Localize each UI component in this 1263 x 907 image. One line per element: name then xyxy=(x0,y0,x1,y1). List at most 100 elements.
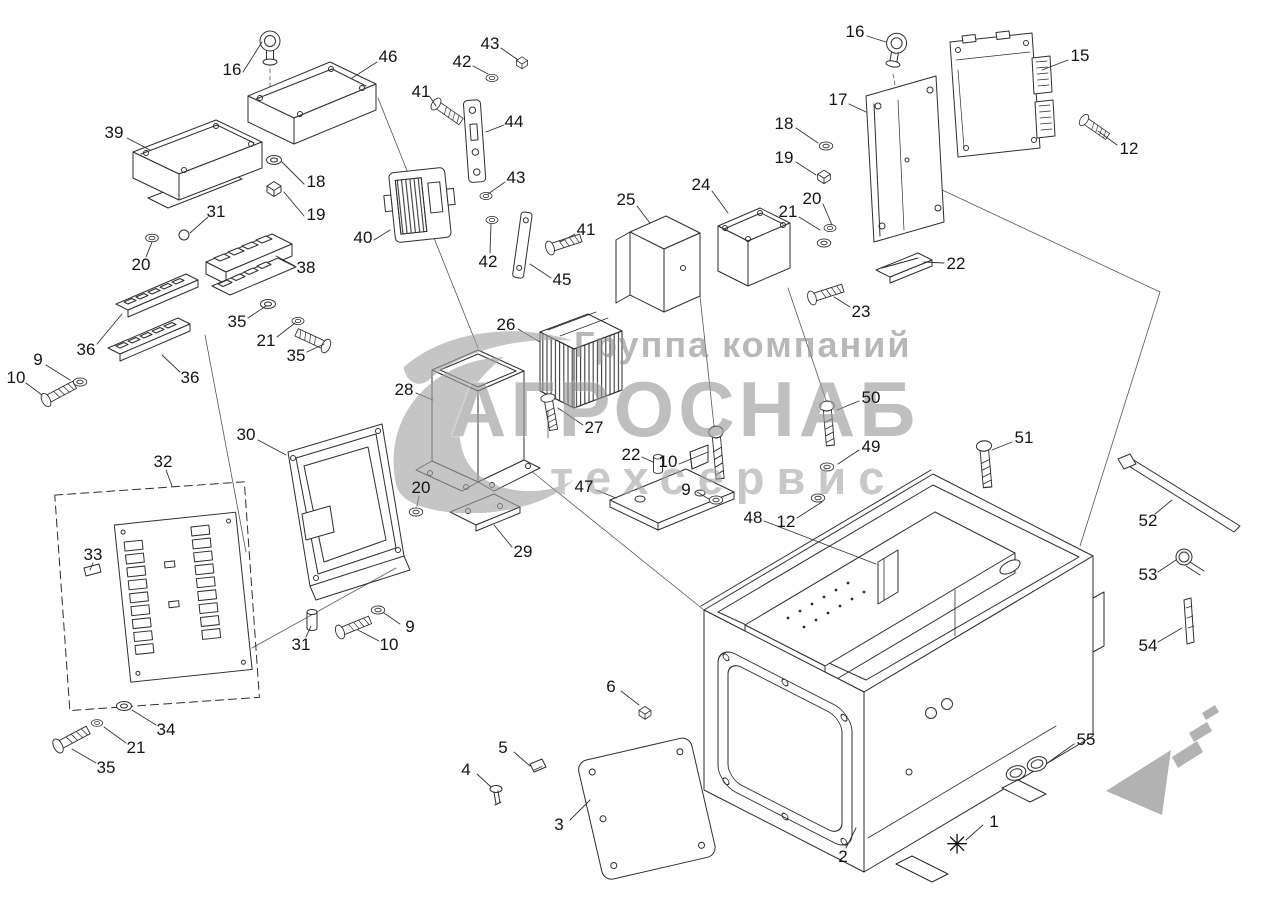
callout-35-c: 35 xyxy=(96,758,116,777)
callout-16-top-right: 16 xyxy=(845,22,865,41)
fastener-5 xyxy=(529,758,547,773)
callout-31-left: 31 xyxy=(206,202,226,221)
callout-42-top: 42 xyxy=(452,52,472,71)
bracket-25-cover xyxy=(615,215,701,313)
fastener-4 xyxy=(489,785,503,806)
callout-36-a: 36 xyxy=(76,340,96,359)
inner-bracket-48 xyxy=(877,549,899,605)
part-39-control-module xyxy=(132,119,263,209)
callout-55: 55 xyxy=(1076,730,1096,749)
callout-31-b: 31 xyxy=(291,635,311,654)
fasteners-left-cluster xyxy=(38,229,334,409)
callout-26: 26 xyxy=(496,315,516,334)
callout-54: 54 xyxy=(1138,636,1158,655)
callout-49: 49 xyxy=(861,437,881,456)
bracket-44 xyxy=(463,99,487,183)
callout-22-right: 22 xyxy=(946,254,966,273)
cover-panel-3 xyxy=(578,737,716,880)
callout-42-mid: 42 xyxy=(478,252,498,271)
strip-45 xyxy=(512,211,533,279)
callout-4: 4 xyxy=(461,760,471,779)
callout-2: 2 xyxy=(838,847,848,866)
callout-30: 30 xyxy=(236,425,256,444)
callout-19-right: 19 xyxy=(774,148,794,167)
direction-arrow-icon xyxy=(1106,705,1219,815)
callout-46: 46 xyxy=(378,47,398,66)
callout-18-right: 18 xyxy=(774,114,794,133)
callout-21-c: 21 xyxy=(126,738,146,757)
grommets-55 xyxy=(1005,756,1048,781)
pin-54 xyxy=(1183,597,1195,645)
projection-lines xyxy=(204,61,1161,649)
callout-50: 50 xyxy=(861,388,881,407)
callout-1: 1 xyxy=(989,812,999,831)
callout-10-b: 10 xyxy=(658,452,678,471)
footnote-asterisk: ✳ xyxy=(945,829,969,860)
frame-30 xyxy=(287,423,411,601)
callout-9-a: 9 xyxy=(33,350,43,369)
callout-5: 5 xyxy=(498,738,508,757)
plate-17 xyxy=(865,31,945,243)
callout-15: 15 xyxy=(1070,46,1090,65)
callout-21-b: 21 xyxy=(778,202,798,221)
callout-45: 45 xyxy=(552,270,572,289)
plate-47 xyxy=(609,444,735,531)
connector-strip-36-lower xyxy=(107,317,191,362)
part-46-control-module xyxy=(247,30,377,145)
callout-23: 23 xyxy=(851,302,871,321)
callout-38: 38 xyxy=(296,258,316,277)
enclosure-2 xyxy=(700,469,1105,883)
callout-43-mid: 43 xyxy=(506,168,526,187)
plate-22-right xyxy=(875,252,933,284)
callout-20-left: 20 xyxy=(131,255,151,274)
callout-12-right: 12 xyxy=(1119,139,1139,158)
callout-35-a: 35 xyxy=(227,312,247,331)
clip-33 xyxy=(83,563,102,577)
callout-33: 33 xyxy=(83,545,103,564)
callout-29: 29 xyxy=(513,542,533,561)
callout-48: 48 xyxy=(743,508,763,527)
callout-19-left: 19 xyxy=(306,205,326,224)
front-opening xyxy=(717,651,853,846)
callout-28: 28 xyxy=(394,380,414,399)
callout-21-a: 21 xyxy=(256,331,276,350)
callout-47: 47 xyxy=(574,477,594,496)
callout-43-top: 43 xyxy=(480,34,500,53)
bushing-31-left xyxy=(178,229,190,241)
callout-20-c: 20 xyxy=(411,478,431,497)
callout-40: 40 xyxy=(353,228,373,247)
callout-10-c: 10 xyxy=(379,635,399,654)
callout-10-a: 10 xyxy=(6,368,26,387)
callout-9-c: 9 xyxy=(405,617,415,636)
callout-17: 17 xyxy=(828,90,848,109)
ecu-15 xyxy=(949,30,1056,158)
callout-53: 53 xyxy=(1138,565,1158,584)
callout-39: 39 xyxy=(104,123,124,142)
callout-9-b: 9 xyxy=(681,480,691,499)
callout-32: 32 xyxy=(153,452,173,471)
callout-12-mid: 12 xyxy=(776,512,796,531)
module-24 xyxy=(717,207,791,287)
callout-27: 27 xyxy=(584,418,604,437)
callout-36-b: 36 xyxy=(180,368,200,387)
callout-22-mid: 22 xyxy=(621,445,641,464)
callout-52: 52 xyxy=(1138,511,1158,530)
callout-35-b: 35 xyxy=(286,346,306,365)
cable-tie-52 xyxy=(1117,453,1241,533)
callout-20-b: 20 xyxy=(802,189,822,208)
callout-34: 34 xyxy=(156,720,176,739)
clamp-53 xyxy=(1175,548,1205,576)
callout-41-mid: 41 xyxy=(576,220,596,239)
connector-strip-36-upper xyxy=(115,273,199,318)
callout-3: 3 xyxy=(554,815,564,834)
callout-51: 51 xyxy=(1014,428,1034,447)
dashed-boundary-32 xyxy=(54,481,260,712)
callout-44: 44 xyxy=(504,112,524,131)
part-38-circuit-boards xyxy=(205,233,297,296)
part-40-module xyxy=(383,167,456,243)
callout-18-left: 18 xyxy=(306,172,326,191)
callout-6: 6 xyxy=(606,677,616,696)
board-32-group xyxy=(54,481,260,712)
